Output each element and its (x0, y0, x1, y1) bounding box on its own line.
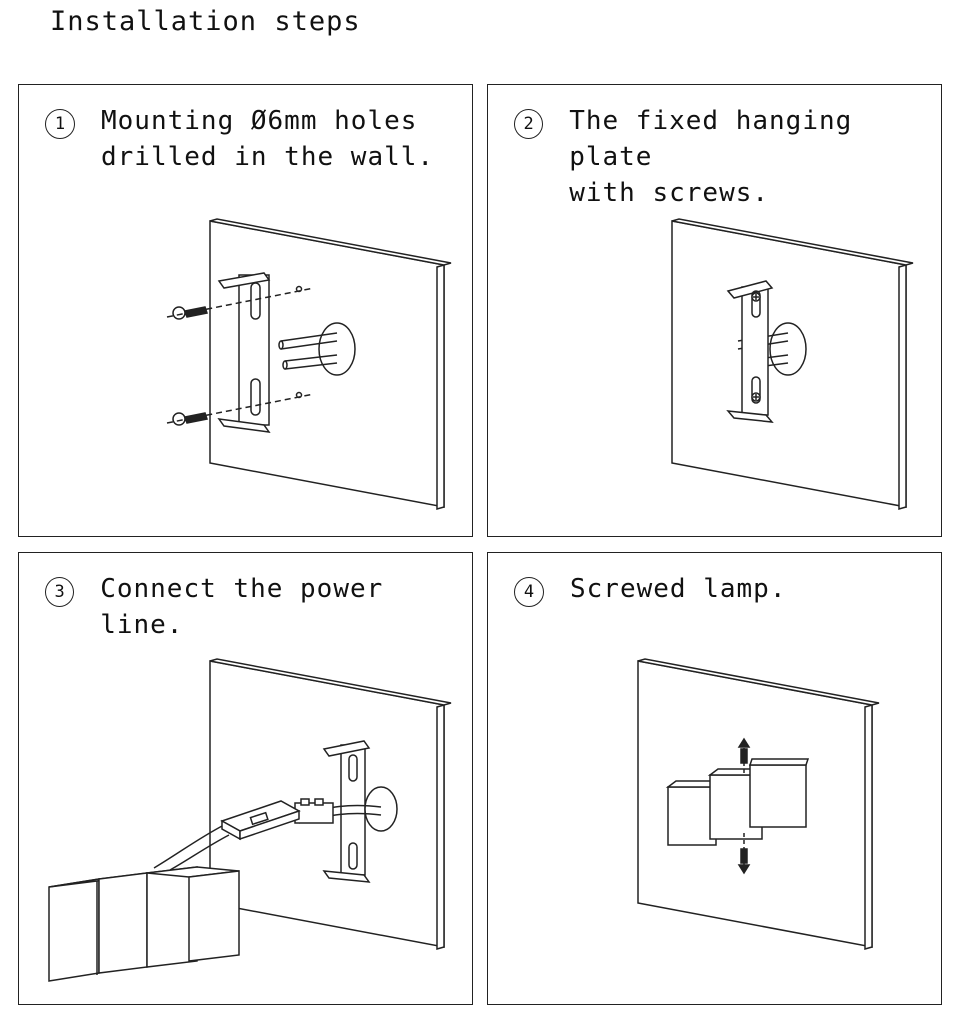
step-instruction: Connect the power line. (100, 574, 384, 640)
step-number-badge: 4 (514, 577, 544, 607)
drilling-holes-illustration (166, 218, 452, 510)
fixed-plate-illustration (671, 218, 914, 510)
terminal-block (294, 798, 334, 824)
step-instruction: The fixed hanging plate with screws. (569, 106, 853, 208)
step-panel-1: 1 Mounting Ø6mm holes drilled in the wal… (18, 84, 473, 537)
power-line-illustration (48, 658, 452, 982)
step-header-3: 3 Connect the power line. (45, 571, 472, 643)
step-instruction: Mounting Ø6mm holes drilled in the wall. (101, 106, 435, 172)
step-header-2: 2 The fixed hanging plate with screws. (514, 103, 941, 211)
bracket (217, 272, 271, 433)
step-header-4: 4 Screwed lamp. (514, 571, 787, 607)
screw-bottom (737, 833, 751, 875)
screw-left-top (172, 306, 208, 320)
lamp-body (48, 866, 240, 982)
bracket (322, 740, 371, 883)
step-header-1: 1 Mounting Ø6mm holes drilled in the wal… (45, 103, 434, 175)
step-number-badge: 2 (514, 109, 544, 139)
screw-top (737, 737, 751, 775)
bracket (726, 280, 774, 423)
wall-hole-top (295, 285, 303, 293)
driver-box (220, 800, 301, 841)
step-number-badge: 1 (45, 109, 75, 139)
step-panel-3: 3 Connect the power line. (18, 552, 473, 1005)
step-number-badge: 3 (45, 577, 75, 607)
wall-hole-bottom (295, 391, 303, 399)
junction-box (364, 786, 398, 832)
lamp-body (665, 758, 810, 846)
page-title: Installation steps (50, 6, 361, 37)
screwed-lamp-illustration (637, 658, 880, 950)
step-instruction: Screwed lamp. (570, 574, 787, 604)
junction-box (278, 322, 356, 376)
step-panel-4: 4 Screwed lamp. (487, 552, 942, 1005)
step-panel-2: 2 The fixed hanging plate with screws. (487, 84, 942, 537)
screw-left-bottom (172, 412, 208, 426)
